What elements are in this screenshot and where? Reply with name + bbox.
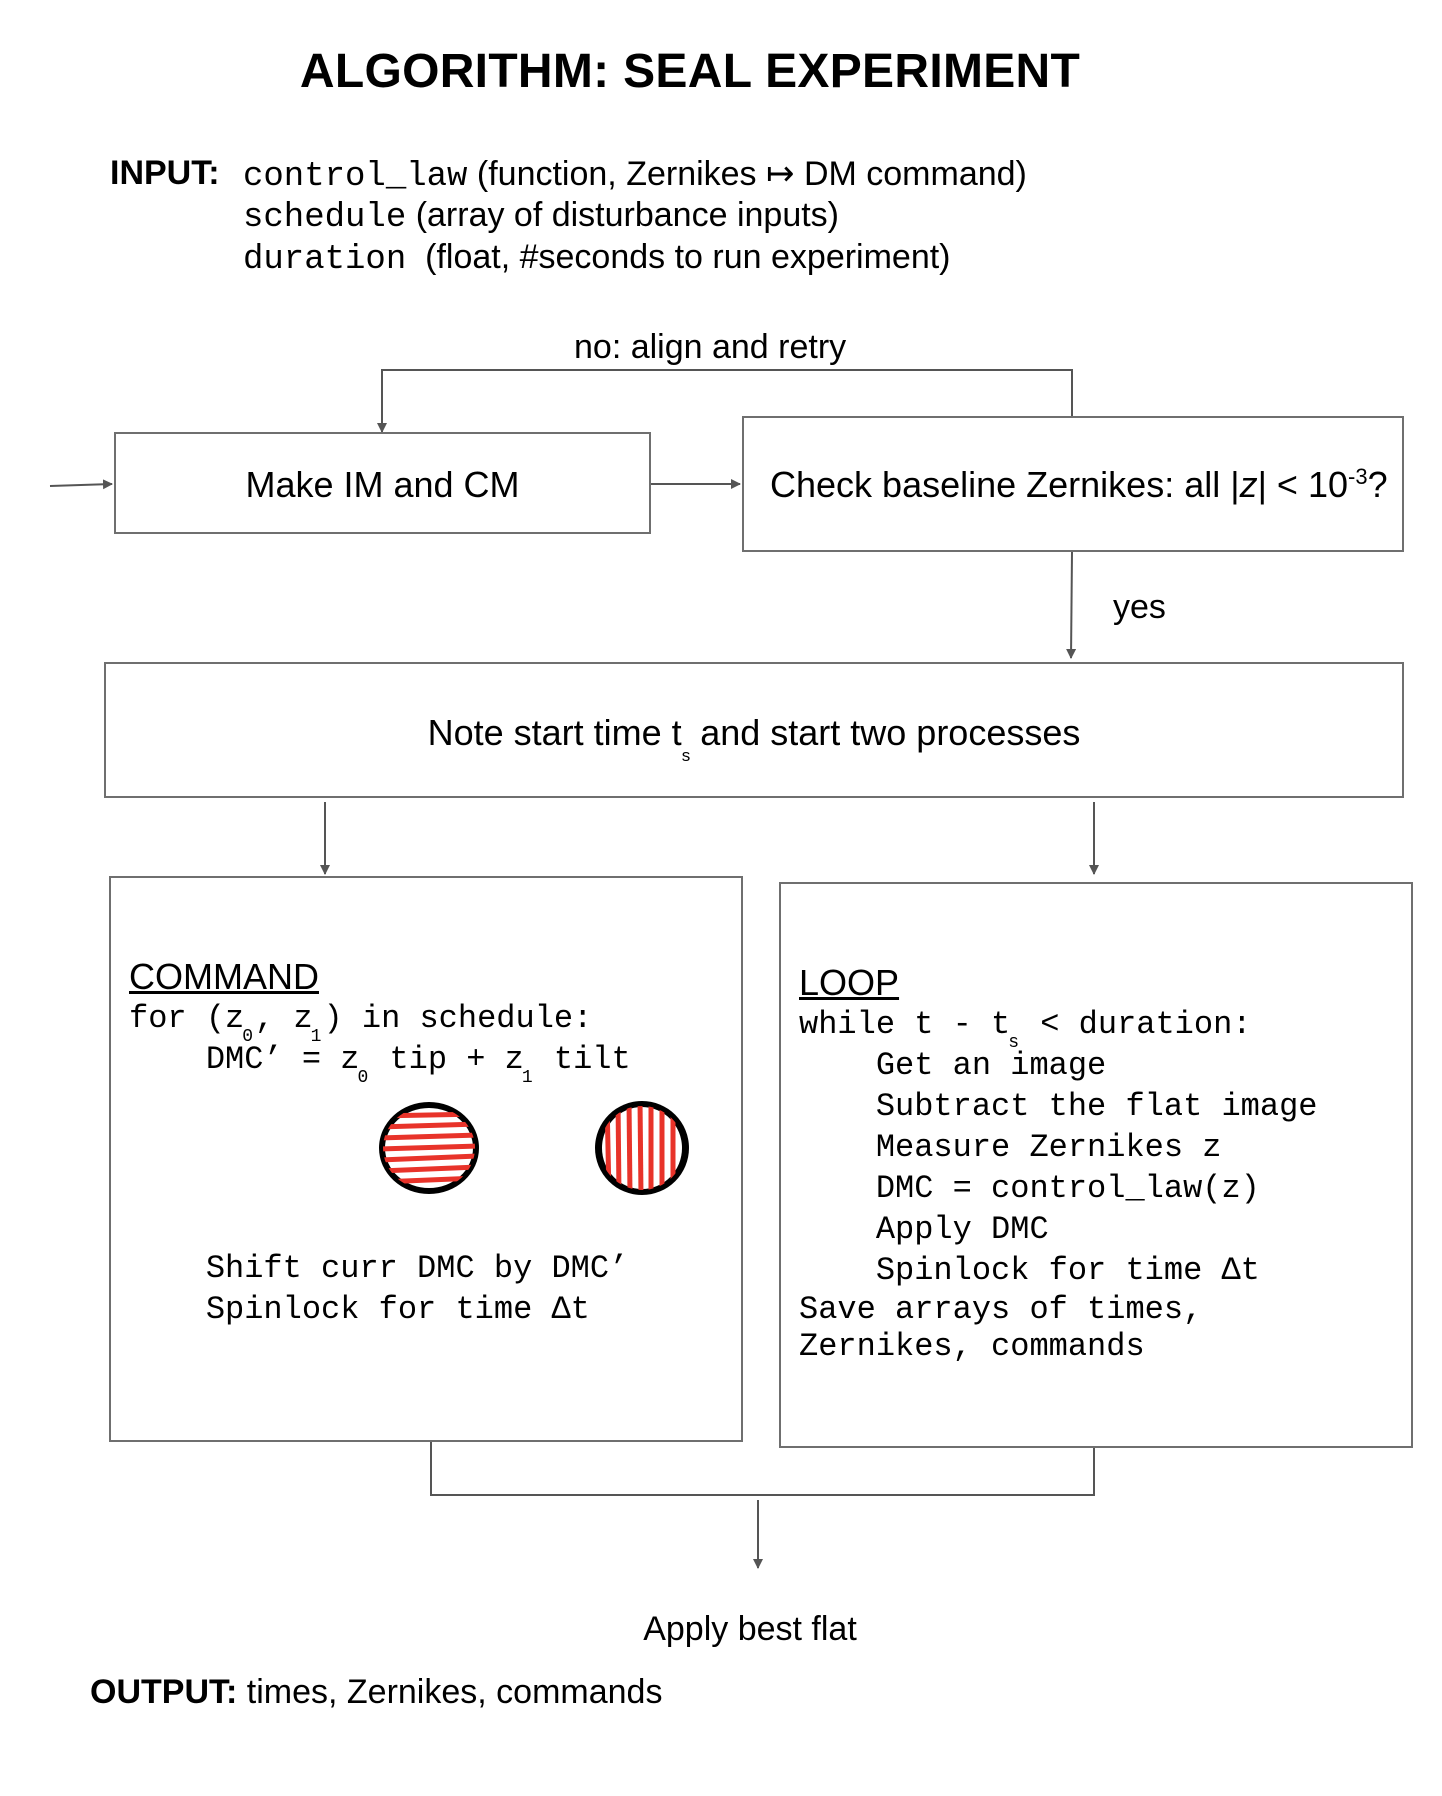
yes-arrow: [1066, 551, 1077, 659]
check-baseline-label: Check baseline Zernikes: all |z| < 10-3?: [770, 464, 1388, 505]
command-heading: COMMAND: [129, 956, 319, 997]
output-label: OUTPUT:: [90, 1673, 238, 1711]
retry-label: no: align and retry: [574, 328, 847, 366]
make-im-cm-box: Make IM and CM: [114, 432, 651, 534]
input-param-duration: duration (float, #seconds to run experim…: [243, 238, 951, 279]
loop-line: Apply DMC: [799, 1211, 1049, 1248]
command-box: COMMAND for (z0, z1) in schedule: DMC’ =…: [109, 876, 743, 1442]
input-param-control-law: control_law (function, Zernikes ↦ DM com…: [243, 155, 1027, 196]
tip-pattern-icon: [379, 1102, 479, 1194]
loop-box: LOOP while t - ts < duration: Get an ima…: [779, 882, 1413, 1448]
check-baseline-box: Check baseline Zernikes: all |z| < 10-3?: [742, 416, 1404, 552]
loop-line: Zernikes, commands: [799, 1328, 1145, 1365]
command-line-shift: Shift curr DMC by DMC’: [129, 1250, 629, 1287]
loop-line: Save arrays of times,: [799, 1291, 1203, 1328]
make-im-cm-label: Make IM and CM: [245, 464, 520, 505]
loop-line-while: while t - ts < duration:: [799, 1006, 1252, 1053]
loop-line: Subtract the flat image: [799, 1088, 1318, 1125]
loop-body-lines: Get an image Subtract the flat image Mea…: [799, 1045, 1317, 1367]
loop-line: Spinlock for time Δt: [799, 1252, 1260, 1289]
loop-line: Get an image: [799, 1047, 1107, 1084]
loop-heading: LOOP: [799, 962, 900, 1003]
command-line-for: for (z0, z1) in schedule:: [129, 1000, 593, 1047]
loop-line: Measure Zernikes z: [799, 1129, 1222, 1166]
command-line-spinlock: Spinlock for time Δt: [129, 1291, 590, 1328]
note-start-box: Note start time ts and start two process…: [104, 662, 1404, 798]
command-line-dmc: DMC’ = z0 tip + z1 tilt: [129, 1041, 631, 1088]
output-value: times, Zernikes, commands: [237, 1673, 663, 1711]
loop-line: DMC = control_law(z): [799, 1170, 1260, 1207]
tilt-pattern-icon: [595, 1101, 689, 1195]
retry-loop-arrow: [377, 369, 1073, 433]
output-block: OUTPUT: times, Zernikes, commands: [90, 1673, 662, 1712]
apply-best-flat-label: Apply best flat: [643, 1610, 857, 1648]
input-label: INPUT:: [110, 154, 220, 192]
note-start-label: Note start time ts and start two process…: [427, 712, 1081, 765]
input-param-schedule: schedule (array of disturbance inputs): [243, 196, 839, 237]
merge-lines: [430, 1442, 1095, 1496]
yes-label: yes: [1113, 588, 1166, 626]
entry-arrow: [49, 479, 113, 490]
page-title: ALGORITHM: SEAL EXPERIMENT: [299, 45, 1081, 98]
